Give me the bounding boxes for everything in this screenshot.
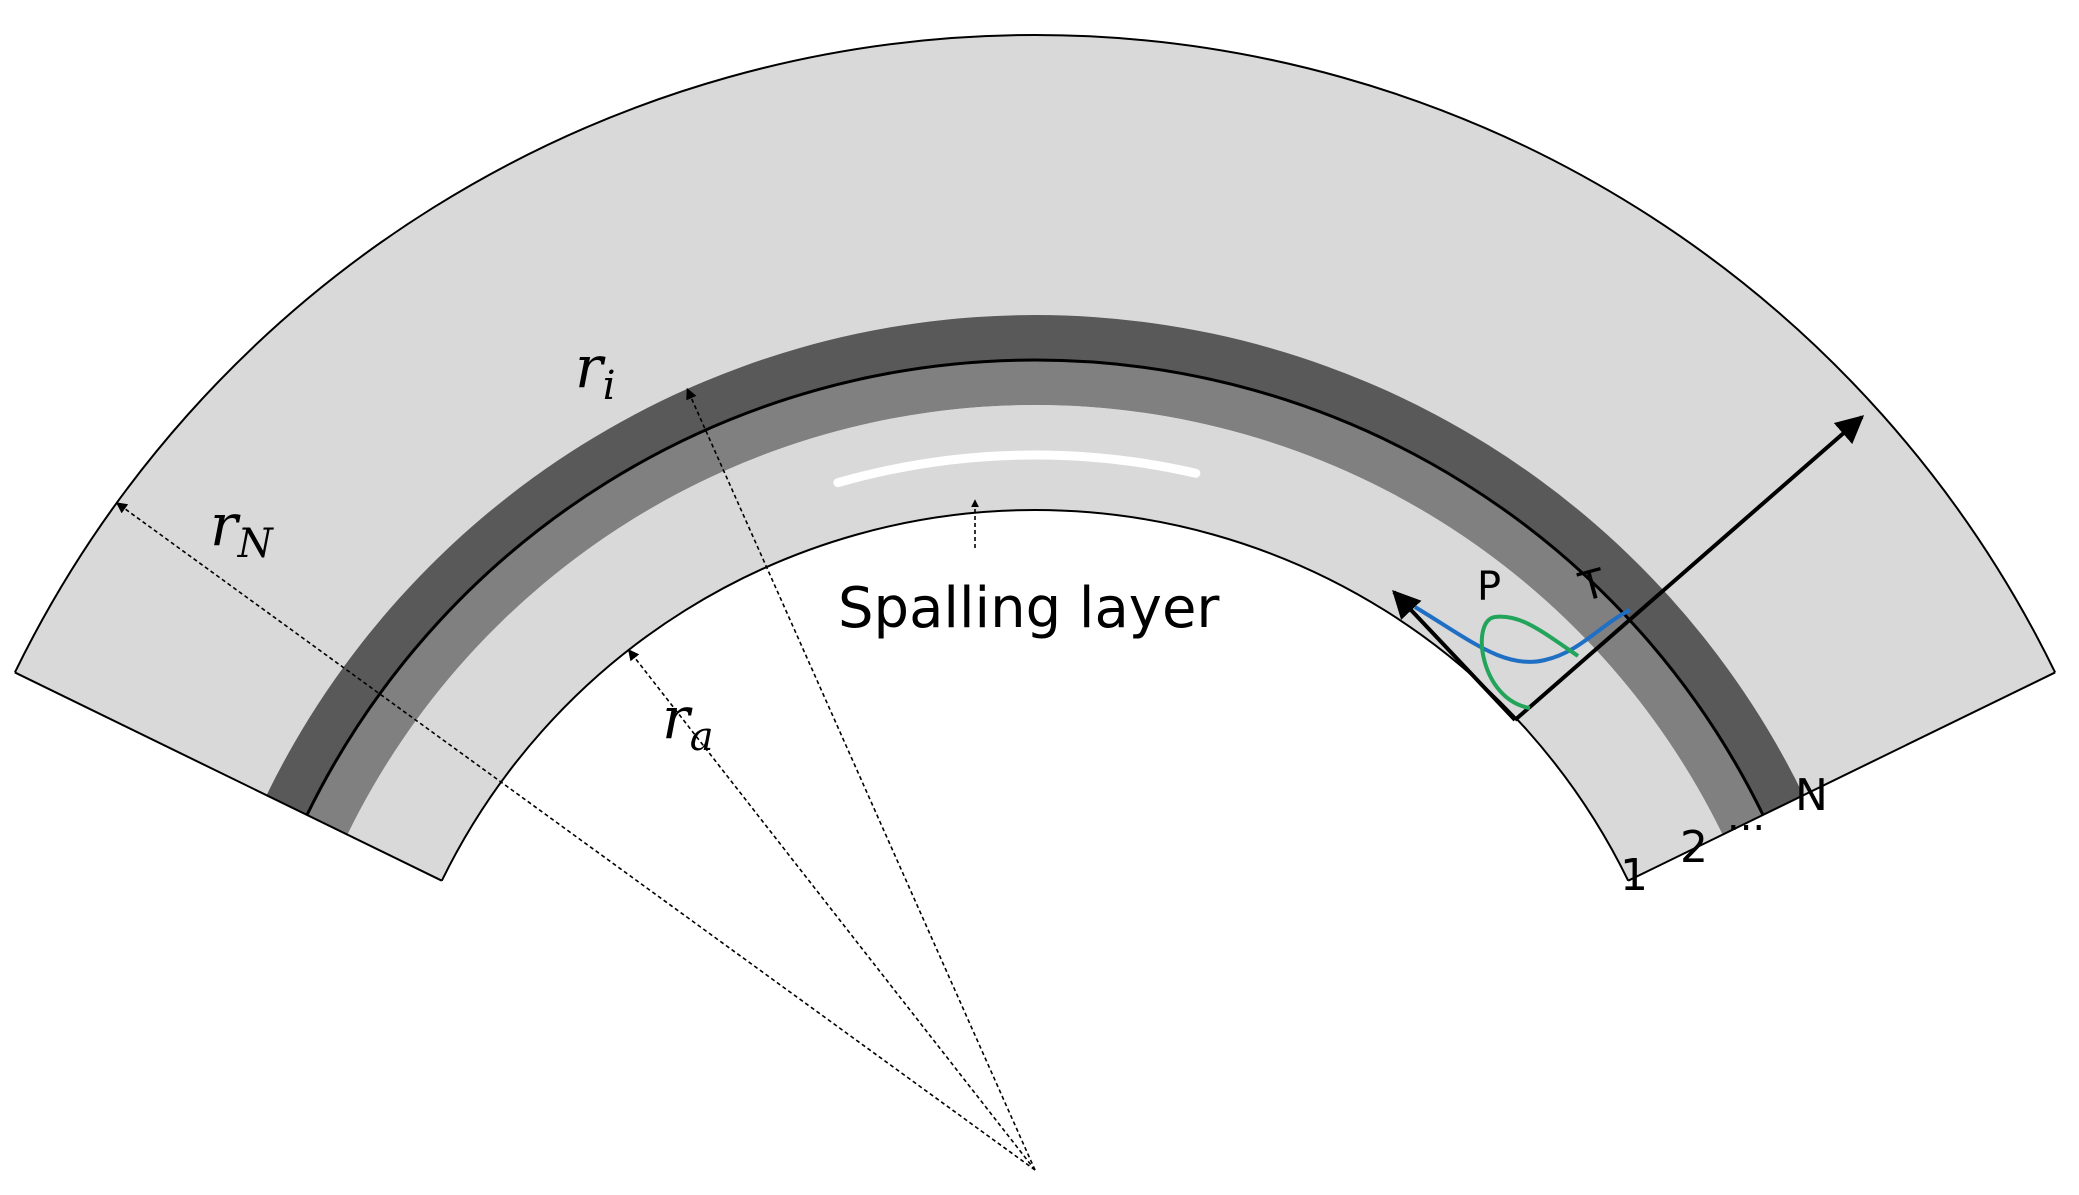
label-layer-dots: ... — [1727, 794, 1765, 840]
label-spalling-layer: Spalling layer — [838, 576, 1220, 641]
layer-2-band — [306, 360, 1764, 835]
tangent-axis-arrow — [1392, 589, 1517, 722]
label-rN: rN — [210, 491, 275, 567]
outer-boundary-arc — [14, 34, 2056, 673]
spalling-strip — [833, 450, 1201, 488]
radius-ri-arrow — [686, 387, 1036, 1171]
radius-ra-arrow — [627, 649, 1036, 1171]
radius-rN-arrow — [115, 502, 1036, 1171]
label-ri: ri — [575, 333, 616, 409]
curve-T — [1413, 605, 1631, 664]
label-layer-N: N — [1795, 770, 1828, 821]
right-end-edge — [1627, 671, 2056, 882]
layer-N-band — [266, 315, 1804, 815]
interface-arc — [305, 358, 1765, 816]
normal-axis-arrow — [1513, 415, 1865, 722]
label-layer-1: 1 — [1620, 850, 1648, 901]
label-ra: ra — [662, 684, 714, 760]
label-layer-2: 2 — [1680, 822, 1708, 873]
curve-P — [1479, 614, 1580, 710]
left-end-edge — [14, 671, 443, 882]
label-P: P — [1477, 564, 1501, 610]
layer-1-band — [347, 405, 1723, 881]
